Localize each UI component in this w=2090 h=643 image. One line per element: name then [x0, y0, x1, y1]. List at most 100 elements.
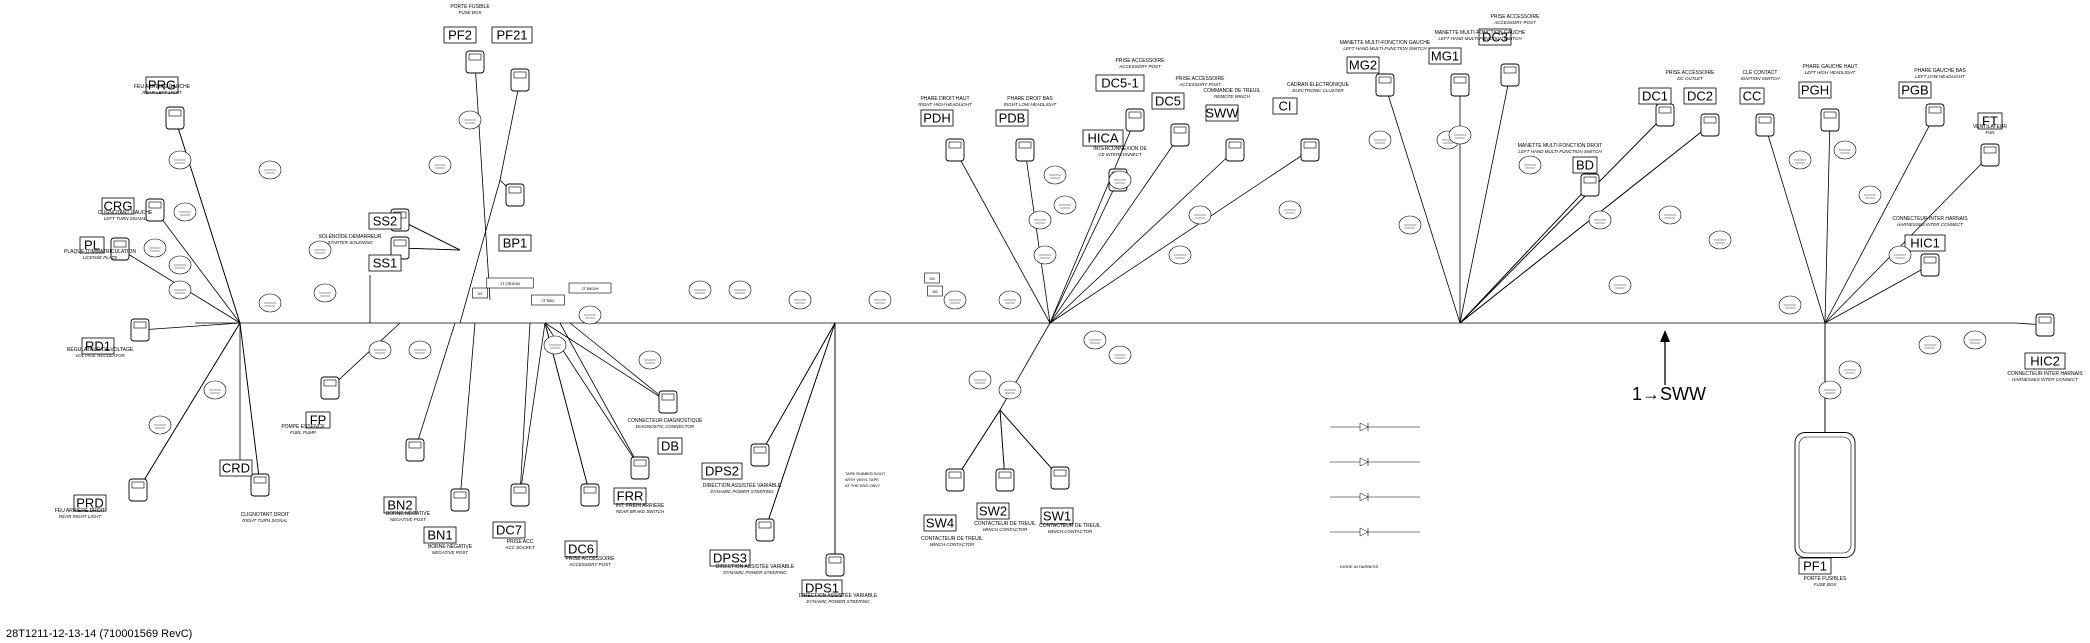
connector-pins	[1053, 469, 1067, 477]
connector-code-pgb: PGB	[1901, 83, 1928, 98]
connector-pins	[323, 379, 337, 387]
splice-label: D5	[929, 276, 935, 281]
connector-body-dc1	[1655, 103, 1675, 127]
connector-body-frr	[630, 456, 650, 480]
wire	[519, 322, 546, 496]
connector-pins	[661, 393, 675, 401]
connector-pins	[168, 109, 182, 117]
connector-code-box	[79, 236, 105, 254]
branch-wire	[519, 322, 531, 496]
connector-pins	[758, 521, 772, 529]
connector-code-box	[423, 526, 457, 544]
connector-label2-pgb: LEFT LOW HEADLIGHT	[1915, 74, 1966, 79]
connector-code-box	[920, 109, 954, 127]
connector-label2-dps3: DYNAMIC POWER STEERING	[723, 570, 787, 575]
connector-pins	[131, 481, 145, 489]
connector-code-box	[701, 462, 743, 480]
connector-label-pdb: PHARE DROIT BAS	[1007, 96, 1053, 102]
connector-pins	[2038, 316, 2052, 324]
connector-body-dc7	[510, 483, 530, 507]
connector-code-ft: FT	[1982, 114, 1998, 129]
connector-label2-bn1: NEGATIVE POST	[432, 550, 469, 555]
connector-label2-pdb: RIGHT LOW HEADLIGHT	[1004, 102, 1058, 107]
branch-wire	[414, 322, 456, 451]
connector-code-box	[1572, 156, 1598, 174]
connector-code-hic1: HIC1	[1910, 236, 1940, 251]
branch-wire	[1459, 74, 1511, 324]
connector-pins	[1658, 106, 1672, 114]
connector-pins	[753, 446, 767, 454]
branch-wire	[1049, 179, 1119, 324]
splice-box	[927, 285, 943, 297]
connector-label-pf1: PORTE FUSIBLES	[1804, 576, 1847, 582]
connector-body-bn2	[405, 438, 425, 462]
connector-pins	[1823, 111, 1837, 119]
connector-label2-crd: RIGHT TURN SIGNAL	[242, 518, 288, 523]
connector-label-sw2: CONTACTEUR DE TREUIL	[974, 521, 1036, 527]
branch-wire	[999, 409, 1006, 481]
connector-code-box	[1095, 74, 1145, 92]
connector-pins	[1703, 116, 1717, 124]
connector-code-dps2: DPS2	[705, 464, 739, 479]
branch-wire	[559, 322, 641, 469]
connector-code-box	[1478, 28, 1512, 46]
connector-pins	[513, 486, 527, 494]
connector-label-dps2: DIRECTION ASSISTÉE VARIABLE	[703, 482, 782, 489]
connector-body-dc6	[580, 483, 600, 507]
connector-body-dc5	[1170, 123, 1190, 147]
connector-pins	[513, 71, 527, 79]
connector-pins	[1303, 141, 1317, 149]
connector-label-dc3: PRISE ACCESSOIRE	[1491, 14, 1541, 20]
branch-wire	[954, 149, 1051, 324]
connector-body-mg2	[1375, 73, 1395, 97]
connector-pins	[253, 476, 267, 484]
connector-body-rd1	[130, 318, 150, 342]
branch-wire	[499, 79, 521, 181]
connector-label2-bd: LEFT HAND MULTI-FUNCTION SWITCH	[1518, 149, 1602, 154]
connector-code-sw2: SW2	[979, 504, 1007, 519]
branch-wire	[1049, 149, 1236, 324]
branch-wire	[764, 322, 836, 531]
connector-code-box	[1346, 56, 1380, 74]
connector-code-box	[305, 411, 331, 429]
connector-pins	[1928, 106, 1942, 114]
connector-body-mg1	[1450, 73, 1470, 97]
connector-label-frr: INT. FREIN ARRIÈRE	[616, 502, 665, 509]
connector-code-dc7: DC7	[496, 523, 522, 538]
tape-note: WITH VINYL TAPE	[845, 477, 879, 482]
connector-label2-bn2: NEGATIVE POST	[390, 517, 427, 522]
connector-pins	[633, 459, 647, 467]
splice-box	[924, 272, 940, 284]
connector-code-box	[1151, 92, 1185, 110]
connector-body-dc5-1	[1125, 108, 1145, 132]
connector-body-cc	[1755, 113, 1775, 137]
connector-body-sw4	[945, 468, 965, 492]
connector-label-crg: CLIGNOTANT GAUCHE	[98, 210, 153, 216]
branch-wire	[1824, 114, 1936, 324]
connector-body-ft	[1980, 143, 2000, 167]
connector-label2-hic2: HARNESSES INTER CONNECT	[2012, 377, 2079, 382]
connector-code-sw1: SW1	[1043, 509, 1071, 524]
connector-body-prg	[165, 106, 185, 130]
connector-pins	[148, 201, 162, 209]
connector-pins	[948, 471, 962, 479]
connector-label-sww: COMMANDE DE TREUIL	[1203, 88, 1260, 94]
connector-label-fp: POMPE ESSENCE	[281, 424, 325, 430]
branch-wire	[999, 409, 1061, 479]
connector-code-dc5-1: DC5-1	[1101, 76, 1139, 91]
splice-label: D2	[477, 291, 483, 296]
connector-body-crd	[250, 473, 270, 497]
connector-label2-ft: FAN	[1986, 130, 1995, 135]
connector-code-box	[1904, 234, 1946, 252]
connector-code-box	[976, 502, 1010, 520]
connector-code-box	[101, 197, 135, 215]
connector-pins	[1018, 141, 1032, 149]
connector-code-pl: PL	[84, 238, 100, 253]
connector-pins	[948, 141, 962, 149]
tape-note: TAPE RUBBER BOOT	[845, 471, 886, 476]
splice-label: JT BK3/H	[581, 286, 598, 291]
connector-label2-ci: ELECTRONIC CLUSTER	[1292, 88, 1344, 93]
connector-pins	[133, 321, 147, 329]
